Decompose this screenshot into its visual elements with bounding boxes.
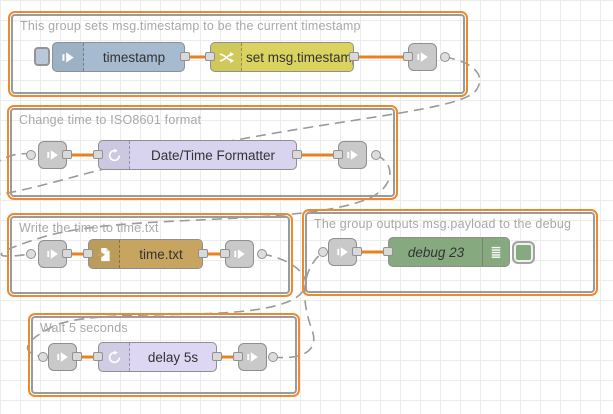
file-node-label: time.txt: [120, 247, 202, 262]
debug-input-port[interactable]: [383, 247, 393, 256]
debug-toggle-button[interactable]: [512, 241, 535, 264]
datetime-formatter-node[interactable]: Date/Time Formatter: [98, 140, 297, 170]
inject-node[interactable]: timestamp: [52, 42, 185, 72]
inject-node-label: timestamp: [84, 50, 184, 65]
file-node[interactable]: time.txt: [88, 239, 203, 269]
link-out-input-port-iso[interactable]: [333, 150, 343, 159]
group-debug-title: The group outputs msg.payload to the deb…: [314, 217, 571, 231]
change-input-port[interactable]: [205, 52, 215, 61]
inject-arrow-icon: [53, 43, 84, 71]
datetime-output-port[interactable]: [292, 150, 302, 159]
link-arrow-icon: [233, 247, 247, 261]
delay-input-port[interactable]: [93, 352, 103, 361]
change-output-port[interactable]: [349, 52, 359, 61]
link-arrow-icon: [336, 245, 350, 259]
link-arrow-icon: [346, 148, 360, 162]
delay-node[interactable]: delay 5s: [98, 342, 217, 372]
link-out-input-port[interactable]: [403, 52, 413, 61]
link-arrow-icon: [46, 247, 60, 261]
datetime-input-port[interactable]: [93, 150, 103, 159]
file-out-icon: [89, 240, 120, 268]
link-in-port-circle-write[interactable]: [26, 249, 36, 259]
change-node-label: set msg.timestamp: [242, 50, 353, 65]
link-arrow-icon: [56, 350, 70, 364]
timer-icon: [99, 343, 130, 371]
group-wait-title: Wait 5 seconds: [40, 321, 128, 335]
delay-output-port[interactable]: [212, 352, 222, 361]
datetime-formatter-label: Date/Time Formatter: [130, 148, 296, 163]
link-in-output-port-debug[interactable]: [352, 247, 362, 256]
group-write-title: Write the time to time.txt: [19, 221, 159, 235]
link-arrow-icon: [46, 148, 60, 162]
link-arrow-icon: [416, 50, 430, 64]
change-node[interactable]: set msg.timestamp: [210, 42, 354, 72]
link-in-output-port-write[interactable]: [62, 249, 72, 258]
link-out-input-port-wait[interactable]: [233, 352, 243, 361]
link-in-port-circle-iso[interactable]: [26, 150, 36, 160]
group-timestamp-title: This group sets msg.timestamp to be the …: [20, 19, 361, 33]
debug-node-label: debug 23: [389, 245, 483, 260]
link-out-port-circle-iso[interactable]: [371, 150, 381, 160]
link-in-port-circle-debug[interactable]: [318, 247, 328, 257]
delay-node-label: delay 5s: [130, 350, 216, 365]
shuffle-icon: [211, 43, 242, 71]
link-in-output-port-wait[interactable]: [72, 352, 82, 361]
link-out-input-port-write[interactable]: [220, 249, 230, 258]
link-in-port-circle-wait[interactable]: [38, 352, 48, 362]
file-input-port[interactable]: [83, 249, 93, 258]
debug-console-icon: [482, 238, 509, 266]
link-out-port-circle-write[interactable]: [257, 249, 267, 259]
link-in-output-port-iso[interactable]: [62, 150, 72, 159]
link-out-port-circle-wait[interactable]: [268, 352, 278, 362]
file-output-port[interactable]: [198, 249, 208, 258]
inject-output-port[interactable]: [180, 52, 190, 61]
timer-icon: [99, 141, 130, 169]
group-iso-title: Change time to ISO8601 format: [19, 113, 201, 127]
inject-button[interactable]: [34, 47, 50, 66]
debug-node[interactable]: debug 23: [388, 237, 510, 267]
link-arrow-icon: [246, 350, 260, 364]
link-out-port-circle[interactable]: [440, 52, 450, 62]
